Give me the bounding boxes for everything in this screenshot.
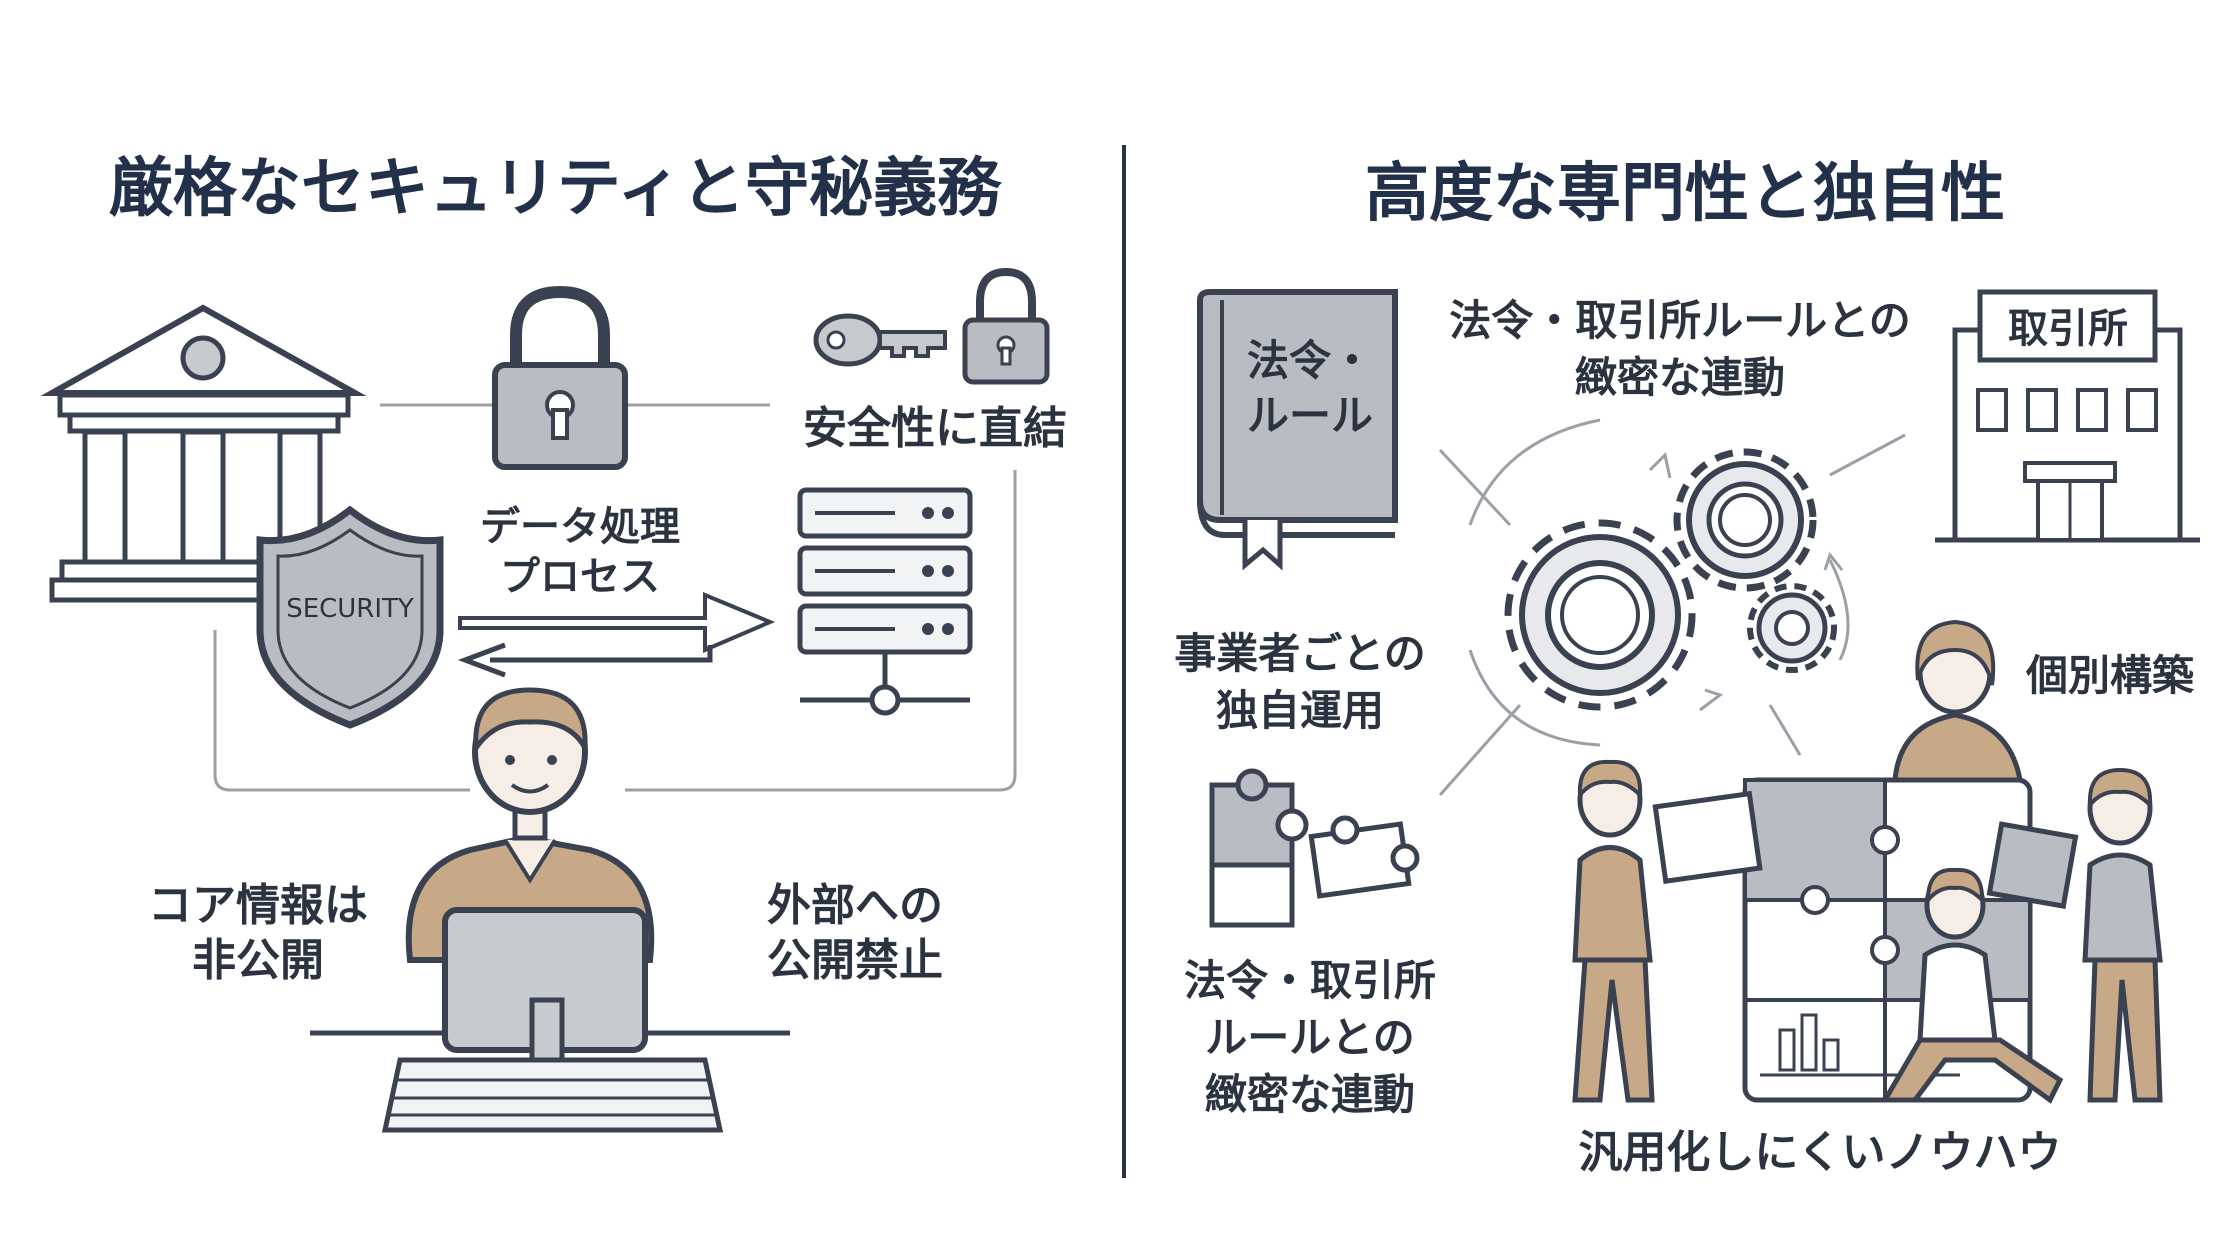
team-puzzle-icon	[1572, 619, 2163, 1104]
rules-link-bottom-label-line2: ルールとの	[1205, 1013, 1415, 1062]
rules-link-top-label-line2: 緻密な連動	[1575, 353, 1785, 402]
data-flow-arrows	[457, 592, 776, 678]
security-link-label: 安全性に直結	[803, 403, 1067, 454]
person-at-computer-icon	[310, 687, 790, 1133]
exchange-sign: 取引所	[2008, 306, 2128, 352]
small-padlock-icon	[962, 267, 1050, 385]
book-label-line2: ルール	[1247, 391, 1373, 440]
building-icon: 取引所	[1935, 289, 2200, 543]
left-connectors	[213, 403, 1017, 792]
shield-label: SECURITY	[286, 594, 414, 624]
left-title: 厳格なセキュリティと守秘義務	[109, 152, 1002, 226]
book-icon: 法令・ ルール	[1197, 289, 1398, 571]
padlock-icon	[492, 285, 628, 470]
external-prohibited-label-line2: 公開禁止	[767, 935, 943, 986]
puzzle-icon	[1209, 768, 1420, 928]
unique-ops-label-line2: 独自運用	[1216, 686, 1384, 735]
rules-link-top-label-line1: 法令・取引所ルールとの	[1449, 296, 1911, 345]
rules-link-bottom-label-line1: 法令・取引所	[1184, 956, 1436, 1005]
external-prohibited-label-line1: 外部への	[767, 880, 943, 931]
data-processing-label-line2: プロセス	[500, 554, 660, 600]
core-private-label-line2: 非公開	[192, 935, 324, 986]
key-icon	[813, 313, 947, 367]
unique-ops-label-line1: 事業者ごとの	[1174, 629, 1426, 678]
server-icon	[797, 487, 973, 716]
individual-build-label: 個別構築	[2025, 651, 2195, 700]
right-connectors	[1438, 433, 1906, 796]
book-label-line1: 法令・	[1247, 336, 1373, 385]
gears-icon	[1468, 418, 1850, 747]
right-title: 高度な専門性と独自性	[1365, 157, 2005, 231]
data-processing-label-line1: データ処理	[480, 504, 680, 550]
rules-link-bottom-label-line3: 緻密な連動	[1205, 1070, 1415, 1119]
core-private-label-line1: コア情報は	[148, 880, 368, 931]
shield-icon: SECURITY	[256, 505, 444, 729]
knowhow-label: 汎用化しにくいノウハウ	[1578, 1127, 2061, 1178]
